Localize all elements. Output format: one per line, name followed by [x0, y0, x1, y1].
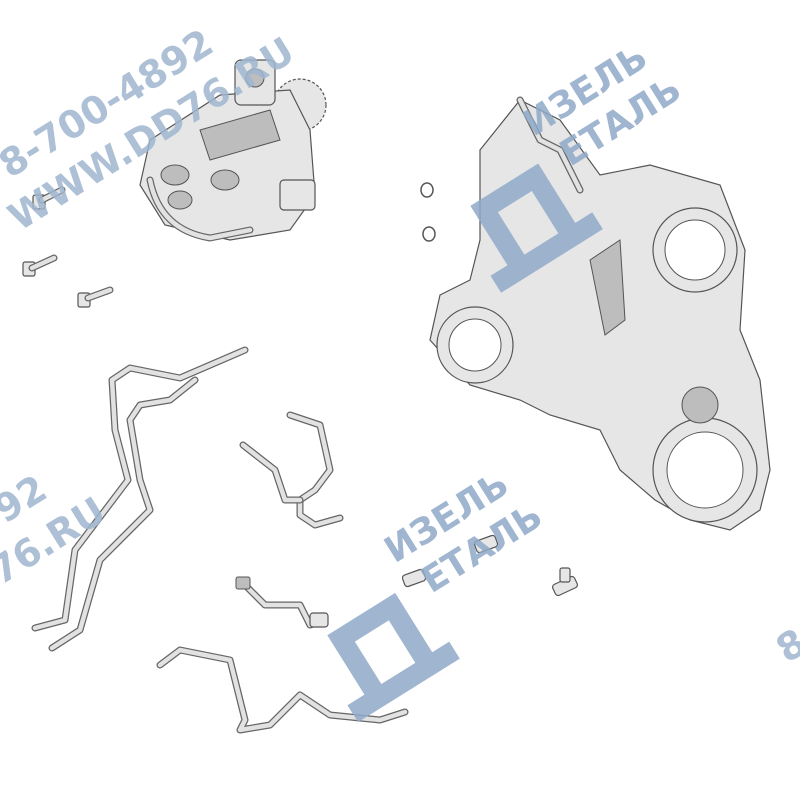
bolt — [32, 186, 66, 210]
timing-gear-cover — [429, 96, 771, 531]
bolt — [22, 254, 58, 277]
sensor-pipe — [235, 576, 329, 629]
watermark-phone: 8 — [768, 620, 800, 671]
leak-off-pipe — [156, 646, 409, 734]
watermark-logo-bottom: ИЗЕЛЬ ЕТАЛЬ — [327, 464, 550, 723]
high-pressure-pipe — [239, 411, 344, 529]
fittings — [401, 534, 579, 597]
o-rings — [420, 182, 436, 242]
fuel-return-pipes — [31, 346, 249, 652]
bolts — [22, 186, 114, 308]
bolt — [77, 286, 114, 308]
fuel-injection-pump — [139, 59, 327, 242]
